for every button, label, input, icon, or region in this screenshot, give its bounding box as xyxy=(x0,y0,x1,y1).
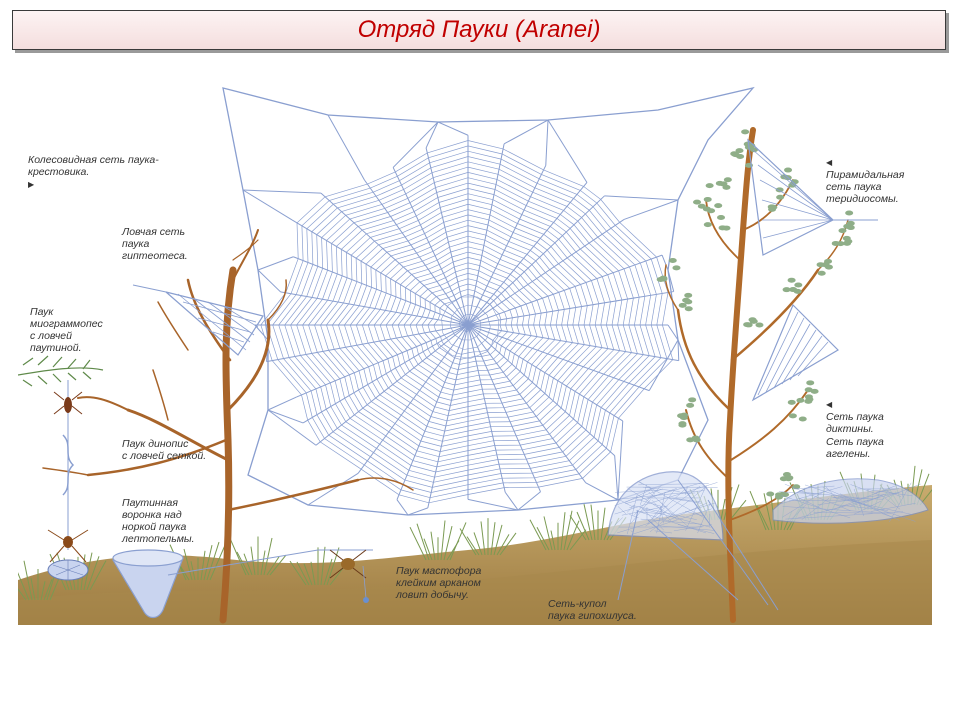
label-agelena: Сеть паука агелены. xyxy=(826,424,884,460)
label-pyramid: ◀ Пирамидальная сеть паука теридиосомы. xyxy=(826,144,904,205)
label-orb-web: Колесовидная сеть паука- крестовика. ▶ xyxy=(28,142,159,191)
label-hyptiotes: Ловчая сеть паука гиптеотеса. xyxy=(122,214,188,262)
title-banner: Отряд Пауки (Aranei) xyxy=(12,10,946,50)
hyptiotes-web xyxy=(133,285,263,355)
label-miagrammopes-text: Паук миограммопес с ловчей паутиной. xyxy=(30,306,103,354)
label-dome-text: Сеть-купол паука гипохилуса. xyxy=(548,598,637,622)
slide-title: Отряд Пауки (Aranei) xyxy=(358,16,601,44)
dinopis-net xyxy=(48,530,88,580)
label-mastophora-text: Паук мастофора клейким арканом ловит доб… xyxy=(396,565,481,601)
dome-web xyxy=(608,472,723,540)
label-dinopis-text: Паук динопис с ловчей сеткой. xyxy=(122,438,206,462)
label-funnel: Паутинная воронка над норкой паука лепто… xyxy=(122,485,195,545)
label-dinopis: Паук динопис с ловчей сеткой. xyxy=(122,426,206,462)
label-funnel-text: Паутинная воронка над норкой паука лепто… xyxy=(122,497,195,545)
spider-web-illustration: Колесовидная сеть паука- крестовика. ▶ Л… xyxy=(18,80,932,625)
label-miagrammopes: Паук миограммопес с ловчей паутиной. xyxy=(30,294,103,354)
arrow-left-icon: ◀ xyxy=(826,400,832,409)
label-dome: Сеть-купол паука гипохилуса. xyxy=(548,586,637,622)
evergreen-branch xyxy=(18,356,103,386)
label-hyptiotes-text: Ловчая сеть паука гиптеотеса. xyxy=(122,226,188,262)
label-mastophora: Паук мастофора клейким арканом ловит доб… xyxy=(396,553,481,601)
label-pyramid-text: Пирамидальная сеть паука теридиосомы. xyxy=(826,169,904,205)
label-orb-text: Колесовидная сеть паука- крестовика. xyxy=(28,154,159,178)
arrow-right-icon: ▶ xyxy=(28,180,34,189)
label-agelena-text: Сеть паука агелены. xyxy=(826,436,884,460)
miagrammopes-spider xyxy=(54,380,82,550)
arrow-left-icon: ◀ xyxy=(826,158,832,167)
